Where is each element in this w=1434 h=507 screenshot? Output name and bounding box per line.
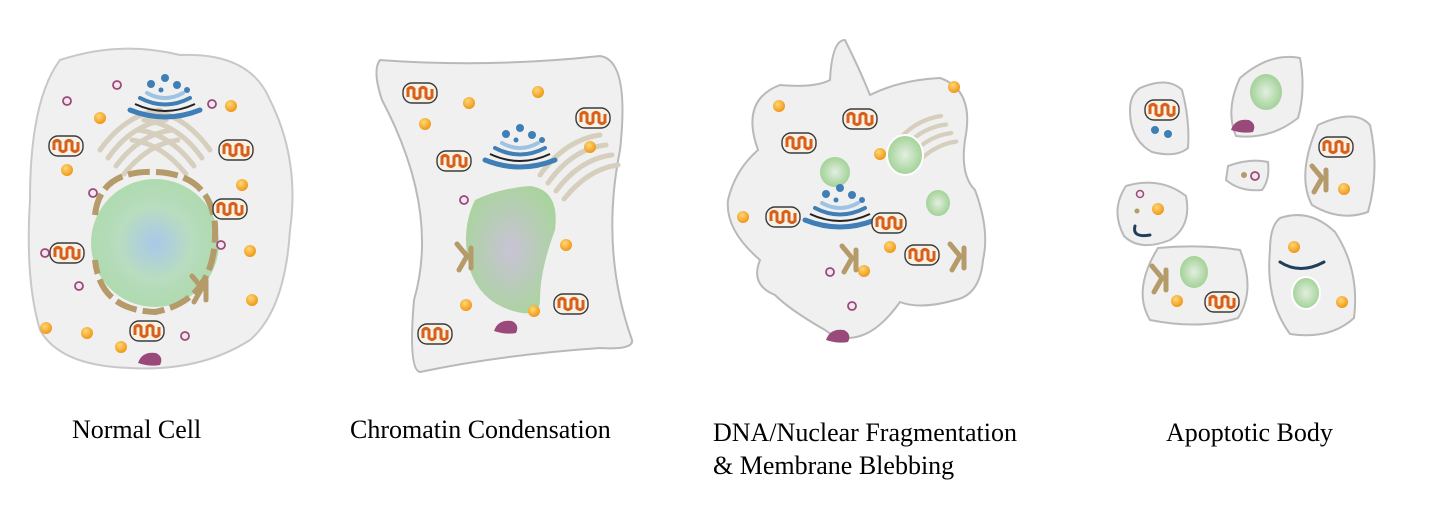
chromatin-condensation-cell [376, 56, 632, 372]
apoptotic-bodies [1117, 57, 1374, 335]
label-apoptotic-body: Apoptotic Body [1166, 416, 1333, 449]
label-dna-fragmentation: DNA/Nuclear Fragmentation [713, 416, 1017, 449]
label-membrane-blebbing: & Membrane Blebbing [713, 449, 954, 482]
normal-cell [29, 49, 293, 369]
label-normal-cell: Normal Cell [72, 413, 201, 446]
label-chromatin-condensation: Chromatin Condensation [350, 413, 611, 446]
fragmentation-cell [728, 40, 985, 343]
